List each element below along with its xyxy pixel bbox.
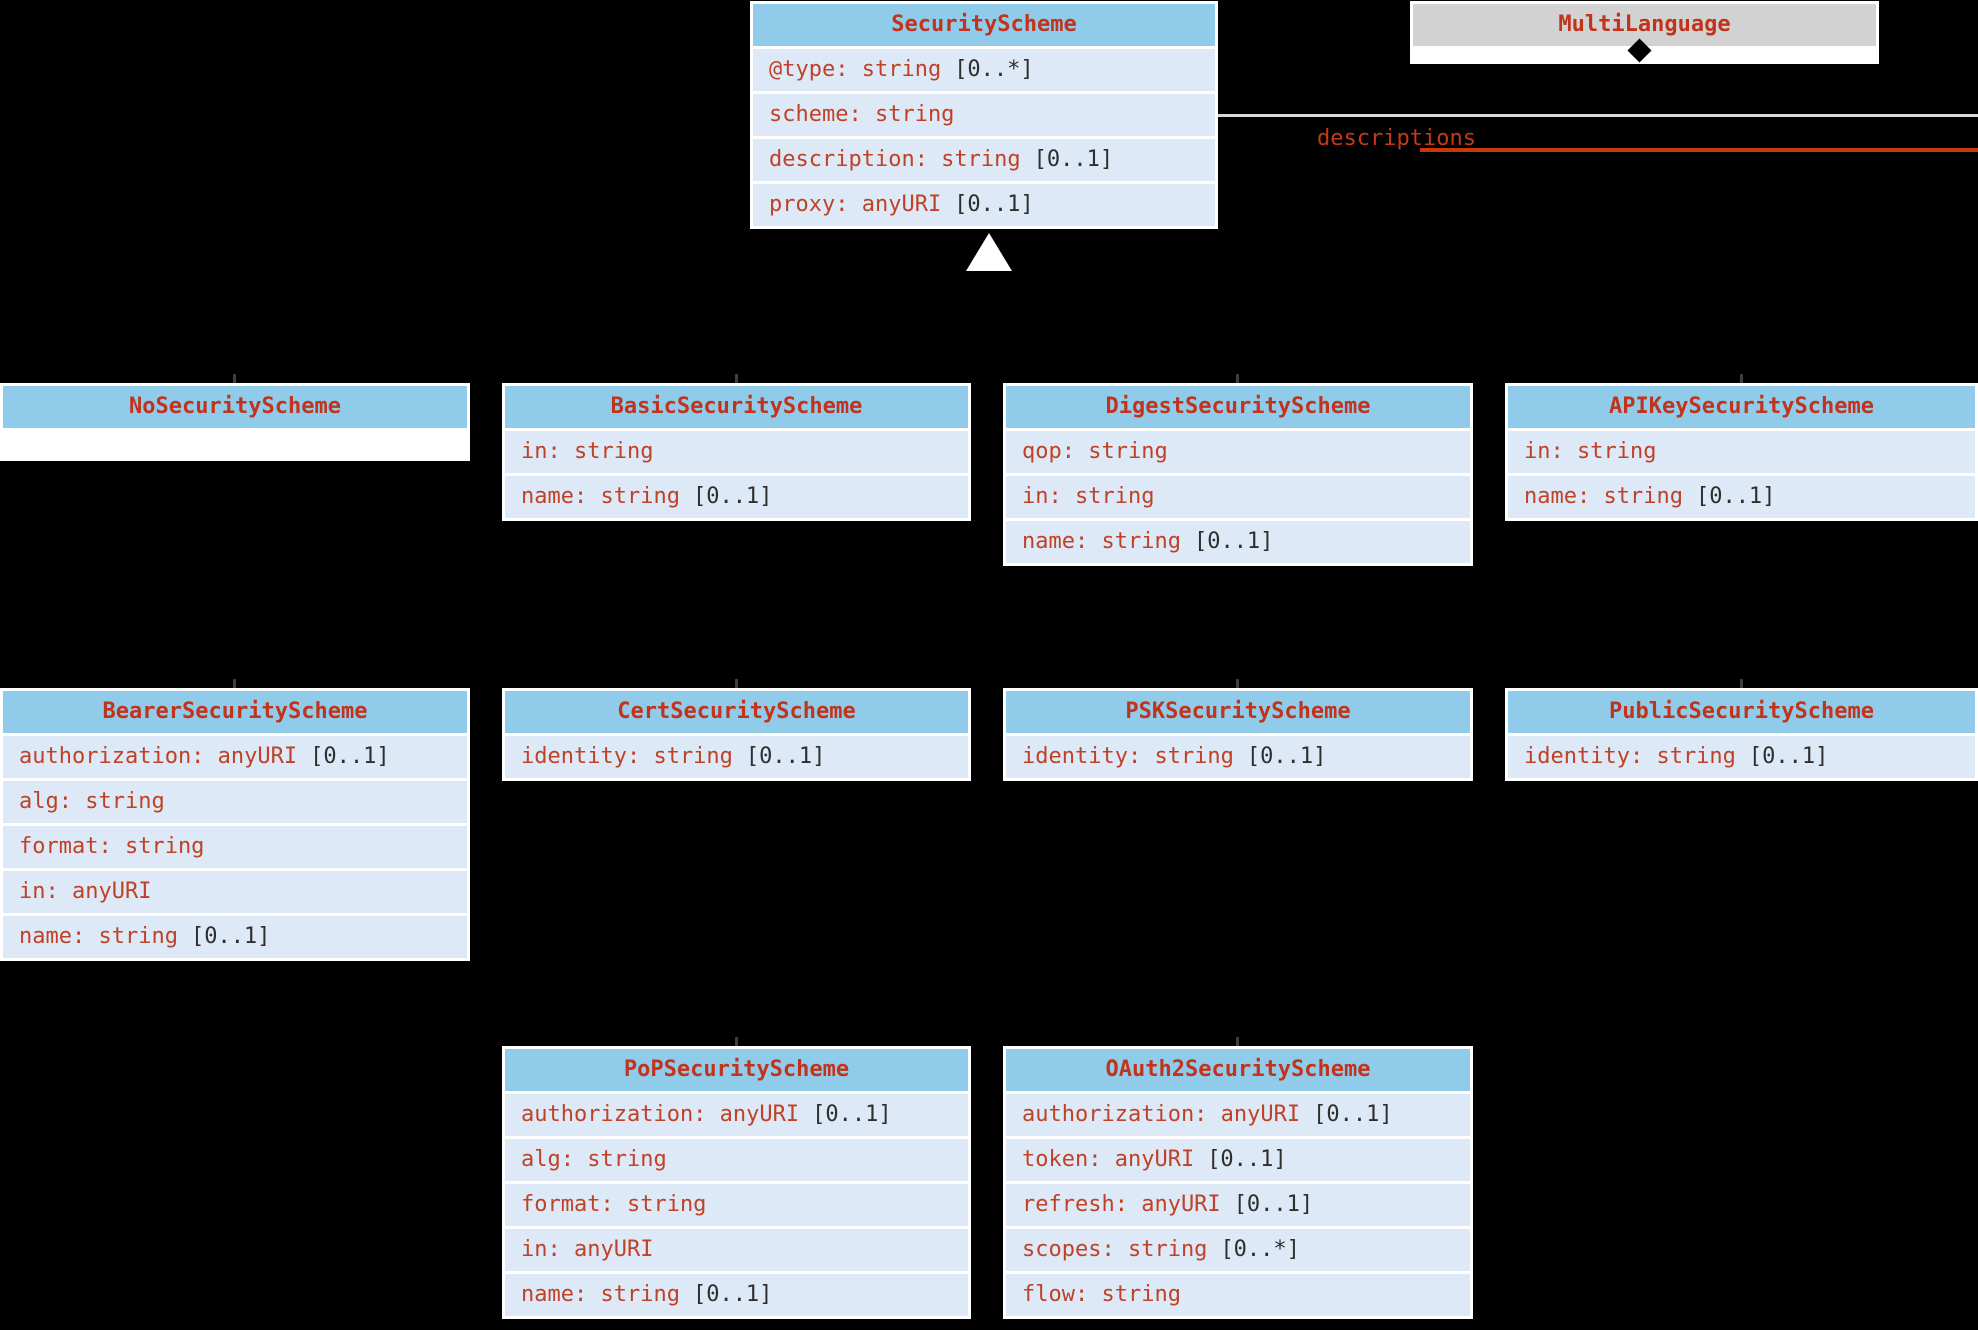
attribute-row: scopes: string[0..*] [1006,1229,1470,1271]
attribute-row: in: anyURI [3,871,467,913]
attribute-row: authorization: anyURI[0..1] [1006,1094,1470,1136]
class-basic-security-scheme: BasicSecurityScheme in: string name: str… [502,383,971,521]
attribute-row: proxy: anyURI[0..1] [753,184,1215,226]
connector-tick [1236,374,1239,383]
attribute-row: scheme: string [753,94,1215,136]
attribute-row: flow: string [1006,1274,1470,1316]
class-title: APIKeySecurityScheme [1508,386,1975,428]
attribute-row: alg: string [3,781,467,823]
attribute-row: refresh: anyURI[0..1] [1006,1184,1470,1226]
class-multilanguage: MultiLanguage [1410,1,1879,64]
class-public-security-scheme: PublicSecurityScheme identity: string[0.… [1505,688,1978,781]
inheritance-arrow-icon [966,233,1012,271]
class-pop-security-scheme: PoPSecurityScheme authorization: anyURI[… [502,1046,971,1319]
attribute-row: format: string [3,826,467,868]
attribute-row: alg: string [505,1139,968,1181]
class-title: NoSecurityScheme [3,386,467,428]
association-label: descriptions [1317,126,1476,151]
class-title: CertSecurityScheme [505,691,968,733]
attribute-row: qop: string [1006,431,1470,473]
attribute-row: in: string [1006,476,1470,518]
attribute-row: identity: string[0..1] [1006,736,1470,778]
attribute-row: token: anyURI[0..1] [1006,1139,1470,1181]
class-title: OAuth2SecurityScheme [1006,1049,1470,1091]
class-security-scheme: SecurityScheme @type: string[0..*] schem… [750,1,1218,229]
connector-tick [1740,374,1743,383]
class-title: MultiLanguage [1413,4,1876,46]
attribute-row: name: string[0..1] [1006,521,1470,563]
attribute-row: authorization: anyURI[0..1] [3,736,467,778]
empty-compartment [3,431,467,458]
connector-tick [735,1037,738,1046]
class-title: PoPSecurityScheme [505,1049,968,1091]
class-digest-security-scheme: DigestSecurityScheme qop: string in: str… [1003,383,1473,566]
connector-tick [1740,679,1743,688]
class-cert-security-scheme: CertSecurityScheme identity: string[0..1… [502,688,971,781]
connector-tick [233,679,236,688]
association-line [1218,114,1978,117]
class-apikey-security-scheme: APIKeySecurityScheme in: string name: st… [1505,383,1978,521]
attribute-row: identity: string[0..1] [505,736,968,778]
attribute-row: name: string[0..1] [3,916,467,958]
class-bearer-security-scheme: BearerSecurityScheme authorization: anyU… [0,688,470,961]
association-underline [1420,148,1978,152]
attribute-row: @type: string[0..*] [753,49,1215,91]
class-psk-security-scheme: PSKSecurityScheme identity: string[0..1] [1003,688,1473,781]
connector-tick [735,374,738,383]
connector-tick [233,374,236,383]
class-title: DigestSecurityScheme [1006,386,1470,428]
class-title: PublicSecurityScheme [1508,691,1975,733]
class-title: PSKSecurityScheme [1006,691,1470,733]
attribute-row: name: string[0..1] [1508,476,1975,518]
connector-tick [735,679,738,688]
attribute-row: in: string [505,431,968,473]
attribute-row: format: string [505,1184,968,1226]
attribute-row: identity: string[0..1] [1508,736,1975,778]
connector-tick [1236,679,1239,688]
attribute-row: description: string[0..1] [753,139,1215,181]
attribute-row: name: string[0..1] [505,476,968,518]
class-oauth2-security-scheme: OAuth2SecurityScheme authorization: anyU… [1003,1046,1473,1319]
connector-tick [1236,1037,1239,1046]
attribute-row: in: string [1508,431,1975,473]
class-title: SecurityScheme [753,4,1215,46]
class-title: BearerSecurityScheme [3,691,467,733]
attribute-row: authorization: anyURI[0..1] [505,1094,968,1136]
attribute-row: name: string[0..1] [505,1274,968,1316]
class-title: BasicSecurityScheme [505,386,968,428]
attribute-row: in: anyURI [505,1229,968,1271]
class-no-security-scheme: NoSecurityScheme [0,383,470,461]
